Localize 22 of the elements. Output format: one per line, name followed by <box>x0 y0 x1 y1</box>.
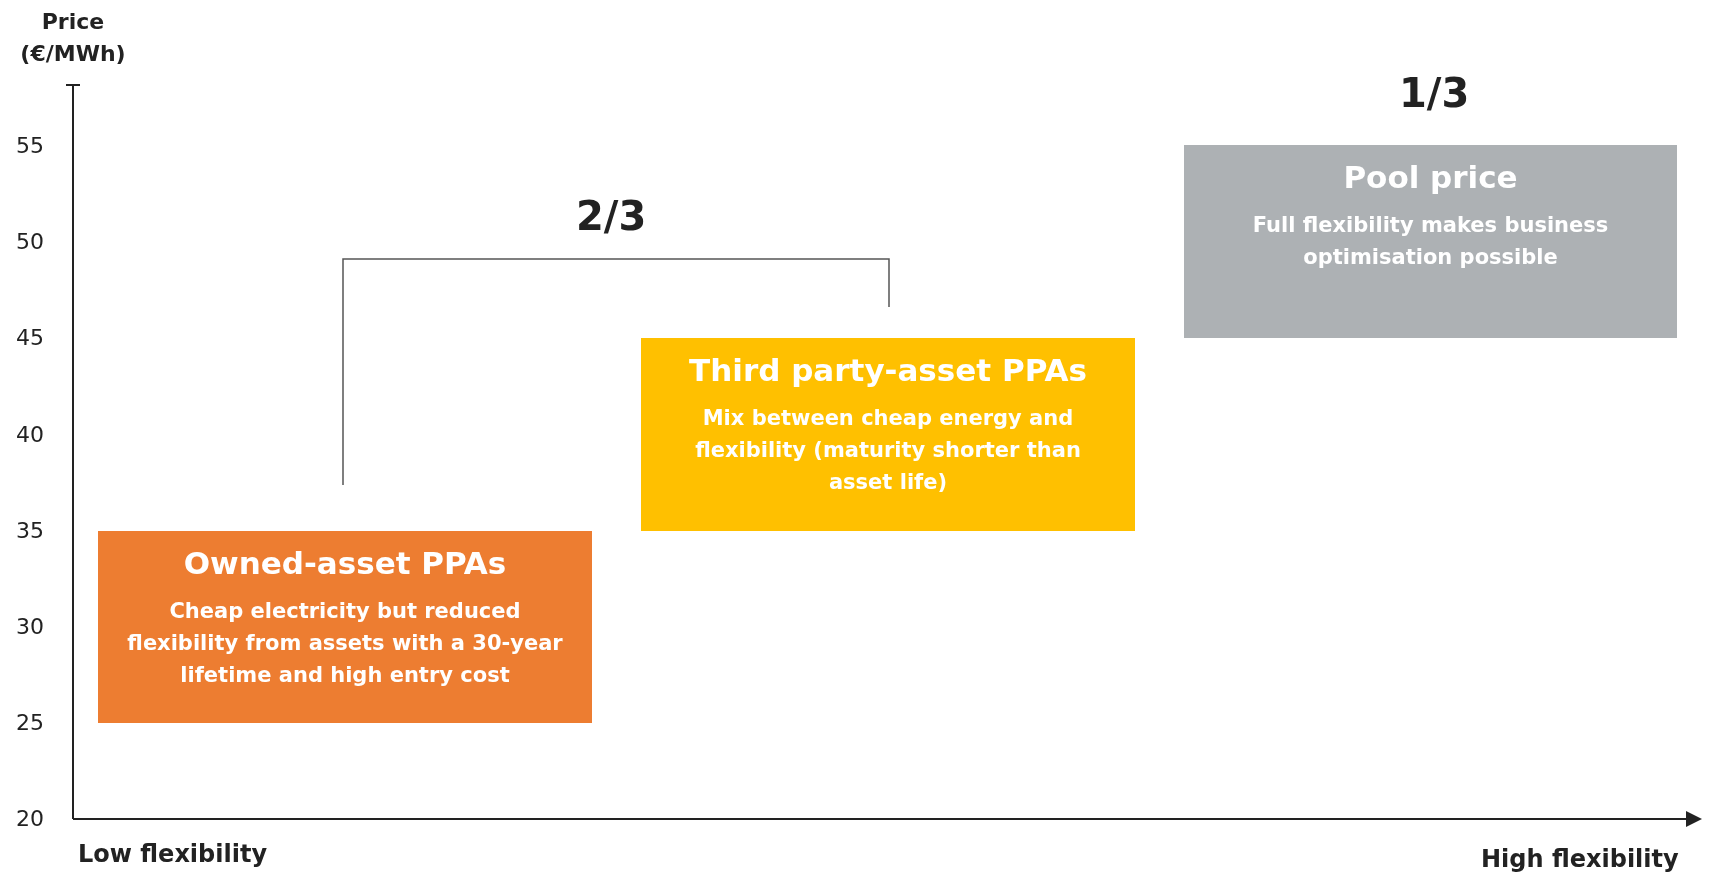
axis-label: High flexibility <box>1481 845 1679 873</box>
tick-label: 25 <box>16 710 44 735</box>
tick-label: 40 <box>16 422 44 447</box>
axis-title: Price (€/MWh) <box>19 8 127 68</box>
tick-label: 35 <box>16 518 44 543</box>
tick-label: 45 <box>16 325 44 350</box>
price-box <box>1184 145 1677 338</box>
tick-label: 50 <box>16 229 44 254</box>
box-heading: Third party-asset PPAs <box>688 352 1088 388</box>
box-description: Full flexibility makes business optimisation possible <box>1251 212 1610 271</box>
tick-label: 30 <box>16 614 44 639</box>
ppa-box <box>98 531 592 723</box>
box-heading: Pool price <box>1342 159 1519 195</box>
box-heading: Owned-asset PPAs <box>182 545 508 581</box>
share-label: 2/3 <box>576 193 647 239</box>
share-label: 1/3 <box>1399 70 1470 116</box>
box-description: Mix between cheap energy and flexibility (maturity shorter than asset life) <box>694 405 1082 496</box>
ppa-box <box>641 338 1135 531</box>
tick-label: 55 <box>16 133 44 158</box>
box-description: Cheap electricity but reduced flexibility from assets with a 30-year lifetime and high entry cost <box>126 598 564 689</box>
tick-label: 20 <box>16 806 44 831</box>
axis-label: Low flexibility <box>78 840 268 868</box>
